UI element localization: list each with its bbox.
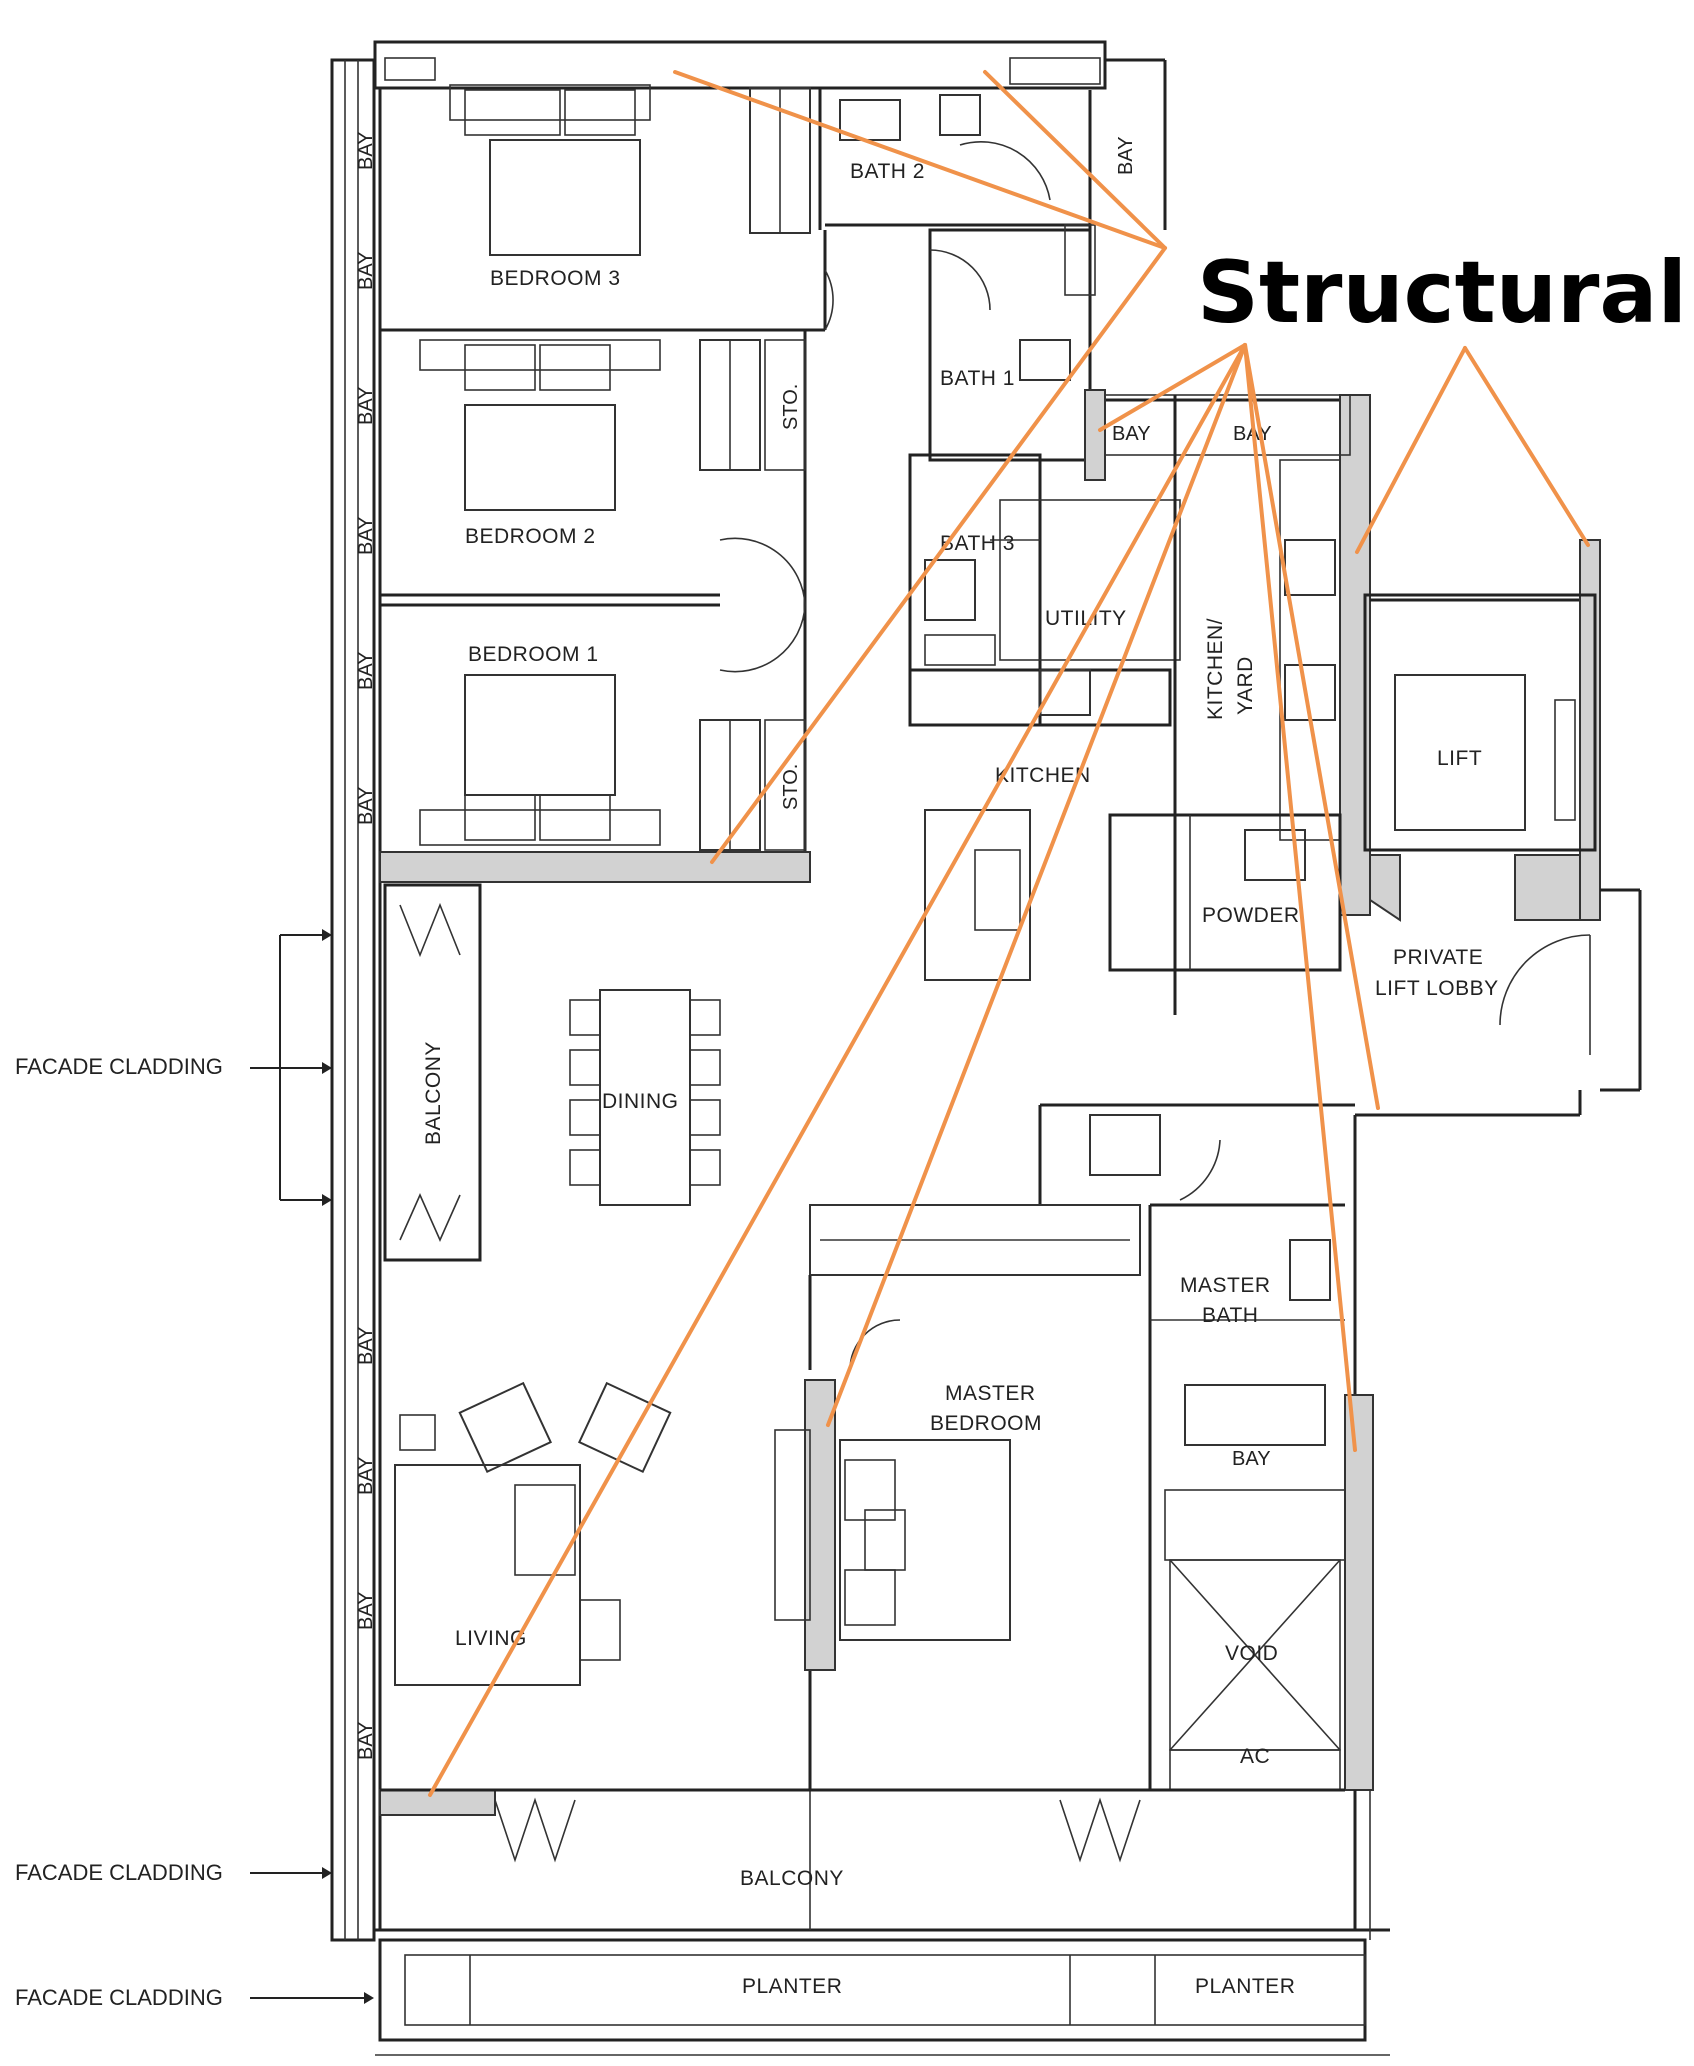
bay-label: BAY bbox=[355, 1721, 377, 1760]
master-bed bbox=[839, 1439, 1011, 1641]
leader-line bbox=[983, 70, 1167, 250]
leader-line bbox=[673, 70, 1167, 250]
utility-room bbox=[999, 499, 1181, 661]
label-planter-2: PLANTER bbox=[1195, 1975, 1295, 1998]
label-private-lift-lobby-2: LIFT LOBBY bbox=[1375, 977, 1499, 1000]
outer-walls bbox=[330, 40, 1642, 2056]
label-bedroom-2: BEDROOM 2 bbox=[465, 525, 596, 548]
left-facade bbox=[330, 58, 376, 1942]
label-utility: UTILITY bbox=[1045, 607, 1127, 630]
label-sto-1: STO. bbox=[780, 384, 802, 430]
lift-lobby bbox=[1363, 593, 1597, 1055]
service-block bbox=[818, 88, 1351, 1015]
label-kitchen-yard-2: YARD bbox=[1234, 656, 1257, 715]
label-sto-2: STO. bbox=[780, 764, 802, 810]
label-bath-2: BATH 2 bbox=[850, 160, 925, 183]
bay-master bbox=[1164, 1489, 1346, 1561]
bay-label: BAY bbox=[355, 1326, 377, 1365]
living-dining bbox=[383, 883, 721, 1686]
top-wall-detail bbox=[384, 57, 436, 81]
leader-line bbox=[428, 343, 1247, 1797]
leader-line bbox=[826, 343, 1247, 1427]
label-master-bedroom-1: MASTER bbox=[945, 1382, 1036, 1405]
bed-1 bbox=[464, 674, 616, 796]
leader-line bbox=[1355, 346, 1467, 554]
bed-3 bbox=[489, 139, 641, 256]
label-dining: DINING bbox=[602, 1090, 679, 1113]
kitchen-island bbox=[924, 809, 1031, 981]
label-bedroom-1: BEDROOM 1 bbox=[468, 643, 599, 666]
dining-table bbox=[599, 989, 691, 1206]
structural-wall-bedroom1 bbox=[379, 851, 811, 883]
label-master-bedroom-2: BEDROOM bbox=[930, 1412, 1042, 1435]
label-master-bath-2: BATH bbox=[1202, 1304, 1258, 1327]
facade-cladding-label-3: FACADE CLADDING bbox=[15, 1985, 223, 2010]
structural-title: Structural bbox=[1197, 243, 1687, 343]
leader-line bbox=[1098, 343, 1247, 432]
structural-annotation: Structural bbox=[428, 70, 1687, 1797]
bay-label: BAY bbox=[355, 651, 377, 690]
bay-label: BAY bbox=[355, 786, 377, 825]
bay-label: BAY bbox=[355, 386, 377, 425]
bay-label: BAY bbox=[355, 1456, 377, 1495]
label-bath-1: BATH 1 bbox=[940, 367, 1015, 390]
leader-line bbox=[1243, 343, 1380, 1110]
sofa bbox=[394, 1464, 581, 1686]
facade-cladding-label-2: FACADE CLADDING bbox=[15, 1860, 223, 1885]
label-bedroom-3: BEDROOM 3 bbox=[490, 267, 621, 290]
bath1-walls bbox=[928, 228, 1092, 462]
leader-line bbox=[1243, 343, 1357, 1452]
bay-label: BAY bbox=[355, 131, 377, 170]
label-bath-3: BATH 3 bbox=[940, 532, 1015, 555]
yard-counter bbox=[1279, 459, 1341, 841]
bedroom-partitions bbox=[379, 84, 834, 883]
structural-wall-right-2 bbox=[1344, 1394, 1374, 1791]
bay-labels: BAY BAY BAY BAY BAY BAY BAY BAY BAY BAY … bbox=[355, 131, 1272, 1760]
top-window-box bbox=[1009, 57, 1101, 85]
bed-2 bbox=[464, 404, 616, 511]
structural-column-balcony bbox=[379, 1789, 496, 1816]
room-labels: BEDROOM 3 BEDROOM 2 BEDROOM 1 BATH 2 BAT… bbox=[422, 160, 1499, 1998]
label-master-bath-1: MASTER bbox=[1180, 1274, 1271, 1297]
structural-column-bay bbox=[1084, 389, 1106, 481]
label-powder: POWDER bbox=[1202, 904, 1300, 927]
bay-label: BAY bbox=[355, 251, 377, 290]
label-void: VOID bbox=[1225, 1642, 1278, 1665]
label-balcony-side: BALCONY bbox=[422, 1041, 445, 1145]
bay-label: BAY bbox=[1232, 1448, 1271, 1470]
leader-line bbox=[1463, 346, 1590, 547]
label-kitchen-yard: KITCHEN/ bbox=[1204, 618, 1227, 720]
lift-shaft bbox=[1363, 593, 1597, 852]
side-balcony bbox=[383, 883, 482, 1262]
bay-label: BAY bbox=[1115, 136, 1137, 175]
bottom-balcony bbox=[379, 1788, 1345, 1863]
master-wardrobe bbox=[809, 1204, 1141, 1276]
label-private-lift-lobby-1: PRIVATE bbox=[1393, 946, 1483, 969]
label-ac: AC bbox=[1240, 1745, 1270, 1768]
label-living: LIVING bbox=[455, 1627, 527, 1650]
bay-label: BAY bbox=[355, 1591, 377, 1630]
label-kitchen: KITCHEN bbox=[995, 764, 1091, 787]
label-planter-1: PLANTER bbox=[742, 1975, 842, 1998]
leader-line bbox=[710, 246, 1167, 864]
structural-wall-lift-right bbox=[1579, 539, 1601, 921]
bay-label: BAY bbox=[1112, 423, 1151, 445]
facade-cladding-label-1: FACADE CLADDING bbox=[15, 1054, 223, 1079]
label-lift: LIFT bbox=[1437, 747, 1482, 770]
label-balcony-bottom: BALCONY bbox=[740, 1867, 844, 1890]
master-suite bbox=[774, 1103, 1355, 1930]
facade-cladding-callouts: FACADE CLADDING FACADE CLADDING FACADE C… bbox=[15, 929, 374, 2010]
bathtub bbox=[1184, 1384, 1326, 1446]
lift-car bbox=[1394, 674, 1526, 831]
bay-label: BAY bbox=[355, 516, 377, 555]
